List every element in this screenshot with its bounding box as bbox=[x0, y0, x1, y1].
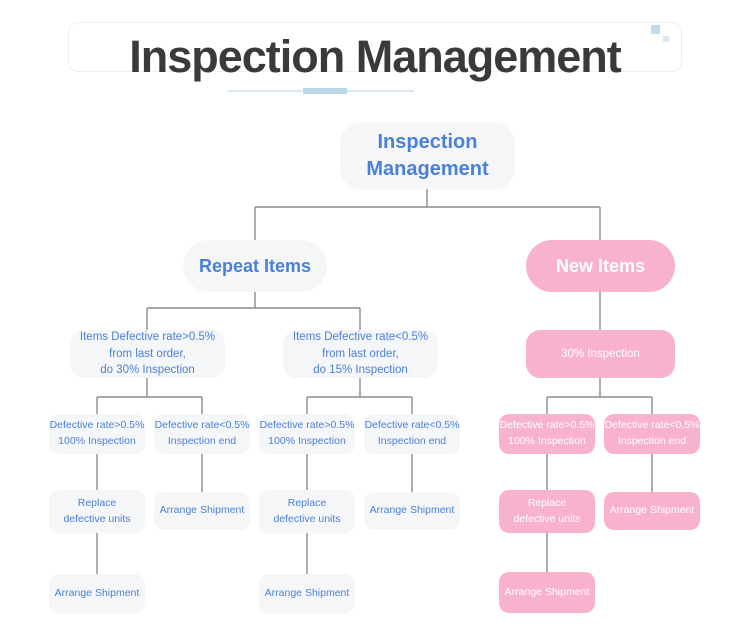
node-repeat-lt-100-inspection: Defective rate>0.5% 100% Inspection bbox=[259, 414, 355, 454]
node-repeat-defective-lt-15-inspection: Items Defective rate<0.5% from last orde… bbox=[283, 330, 438, 378]
node-new-final-arrange-shipment: Arrange Shipment bbox=[499, 572, 595, 613]
node-repeat-gt-replace-units: Replace defective units bbox=[49, 490, 145, 533]
title-underline-accent bbox=[303, 88, 347, 94]
accent-square-small-icon bbox=[663, 36, 669, 42]
node-repeat-gt-final-arrange-shipment: Arrange Shipment bbox=[49, 574, 145, 613]
node-repeat-defective-gt-30-inspection: Items Defective rate>0.5% from last orde… bbox=[70, 330, 225, 378]
node-repeat-gt-100-inspection: Defective rate>0.5% 100% Inspection bbox=[49, 414, 145, 454]
node-repeat-items: Repeat Items bbox=[183, 240, 327, 292]
node-new-100-inspection: Defective rate>0.5% 100% Inspection bbox=[499, 414, 595, 454]
node-repeat-lt-arrange-shipment: Arrange Shipment bbox=[364, 492, 460, 530]
node-repeat-lt-replace-units: Replace defective units bbox=[259, 490, 355, 533]
node-new-items: New Items bbox=[526, 240, 675, 292]
node-repeat-lt-inspection-end: Defective rate<0.5% Inspection end bbox=[364, 414, 460, 454]
node-new-30-inspection: 30% Inspection bbox=[526, 330, 675, 378]
node-new-inspection-end: Defective rate<0.5% Inspection end bbox=[604, 414, 700, 454]
page-title: Inspection Management bbox=[129, 31, 622, 82]
node-repeat-gt-inspection-end: Defective rate<0.5% Inspection end bbox=[154, 414, 250, 454]
title-card bbox=[68, 22, 682, 72]
node-new-replace-units: Replace defective units bbox=[499, 490, 595, 533]
node-root-inspection-management: Inspection Management bbox=[340, 123, 515, 189]
node-repeat-lt-final-arrange-shipment: Arrange Shipment bbox=[259, 574, 355, 613]
accent-square-large-icon bbox=[651, 25, 660, 34]
node-new-arrange-shipment: Arrange Shipment bbox=[604, 492, 700, 530]
node-repeat-gt-arrange-shipment: Arrange Shipment bbox=[154, 492, 250, 530]
